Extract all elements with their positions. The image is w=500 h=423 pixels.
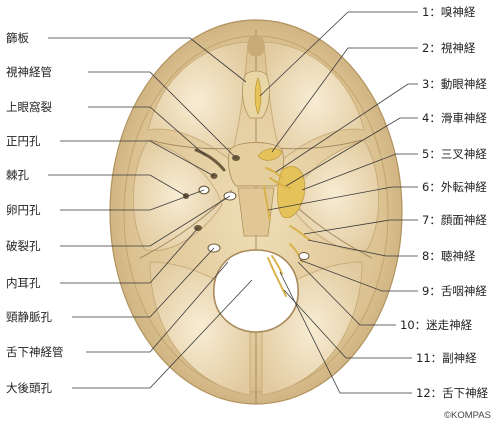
middle-fossa-right [289,139,380,252]
label-nerve-5: 5：三叉神経 [422,147,487,161]
copyright-text: ©KOMPAS [444,410,491,421]
label-nerve-2: 2：視神経 [422,41,476,55]
label-nerve-1: 1：嗅神経 [422,5,476,19]
label-foramen-spinosum: 棘孔 [6,168,29,182]
label-optic-canal: 視神経管 [6,65,52,79]
hypoglossal-nerve-right [271,255,283,275]
anterior-fossa-right [263,41,365,161]
label-foramen-lacerum: 破裂孔 [6,239,41,253]
label-nerve-10: 10：迷走神経 [400,318,473,332]
label-nerve-9: 9：舌咽神経 [422,284,487,298]
label-nerve-3: 3：動眼神経 [422,77,487,91]
optic-nerve-right [257,148,283,161]
label-internal-acoustic-meatus: 内耳孔 [6,276,41,290]
foramen-magnum [213,249,299,333]
frontal-crest [248,36,264,56]
accessory-nerve-right [267,257,287,297]
clivus [237,187,275,237]
label-nerve-4: 4：滑車神経 [422,111,487,125]
left-leader-lines [48,37,253,389]
label-foramen-rotundum: 正円孔 [6,134,41,148]
olfactory-bulb [254,77,262,115]
label-nerve-8: 8：聴神経 [422,249,476,263]
label-foramen-magnum: 大後頭孔 [6,381,52,395]
label-nerve-11: 11：副神経 [416,351,477,365]
trochlear-nerve-right [269,177,291,189]
label-nerve-6: 6：外転神経 [422,180,487,194]
label-hypoglossal-canal: 舌下神経管 [6,345,64,359]
superior-orbital-fissure-left [194,148,226,172]
label-sieve-plate: 篩板 [6,31,29,45]
right-leader-lines [259,11,418,394]
abducens-nerve-right [263,185,271,221]
label-superior-orbital-fissure: 上眼窩裂 [6,100,52,114]
label-foramen-ovale: 卵円孔 [6,203,41,217]
jugular-foramen-right [298,252,310,260]
label-nerve-7: 7：顔面神経 [422,213,487,227]
label-jugular-foramen: 頸静脈孔 [6,310,52,324]
label-nerve-12: 12：舌下神経 [416,386,489,400]
anterior-fossa-left [147,41,249,161]
facial-acoustic-nerve-right [289,225,311,241]
oculomotor-nerve-right [265,167,283,179]
